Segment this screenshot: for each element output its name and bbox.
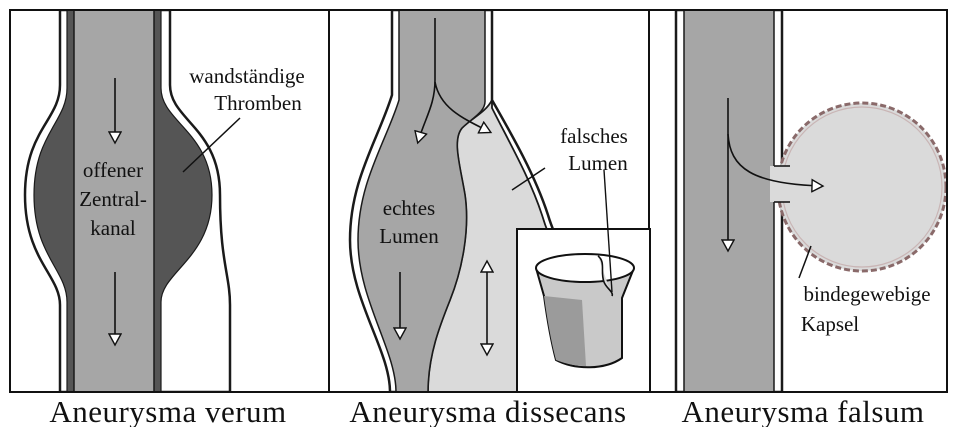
vessel-opening: [536, 254, 634, 282]
caption-verum: Aneurysma verum: [49, 394, 286, 427]
label-true-lumen-line2: Lumen: [379, 224, 439, 248]
label-channel-line1: offener: [83, 158, 143, 182]
vessel-lumen: [684, 10, 774, 392]
label-channel-line2: Zentral-: [79, 187, 147, 211]
capsule-pointer: [799, 246, 811, 278]
label-false-lumen-line1: falsches: [560, 124, 628, 148]
label-capsule-line1: bindegewebige: [803, 282, 930, 306]
connective-tissue-capsule: [778, 103, 946, 271]
label-true-lumen-line1: echtes: [383, 196, 435, 220]
label-capsule-line2: Kapsel: [801, 312, 859, 336]
label-false-lumen-line2: Lumen: [568, 151, 628, 175]
caption-dissecans: Aneurysma dissecans: [349, 394, 626, 427]
label-thrombus-line2: Thromben: [214, 91, 302, 115]
label-channel-line3: kanal: [90, 216, 136, 240]
caption-falsum: Aneurysma falsum: [681, 394, 924, 427]
label-thrombus-line1: wandständige: [189, 64, 304, 88]
